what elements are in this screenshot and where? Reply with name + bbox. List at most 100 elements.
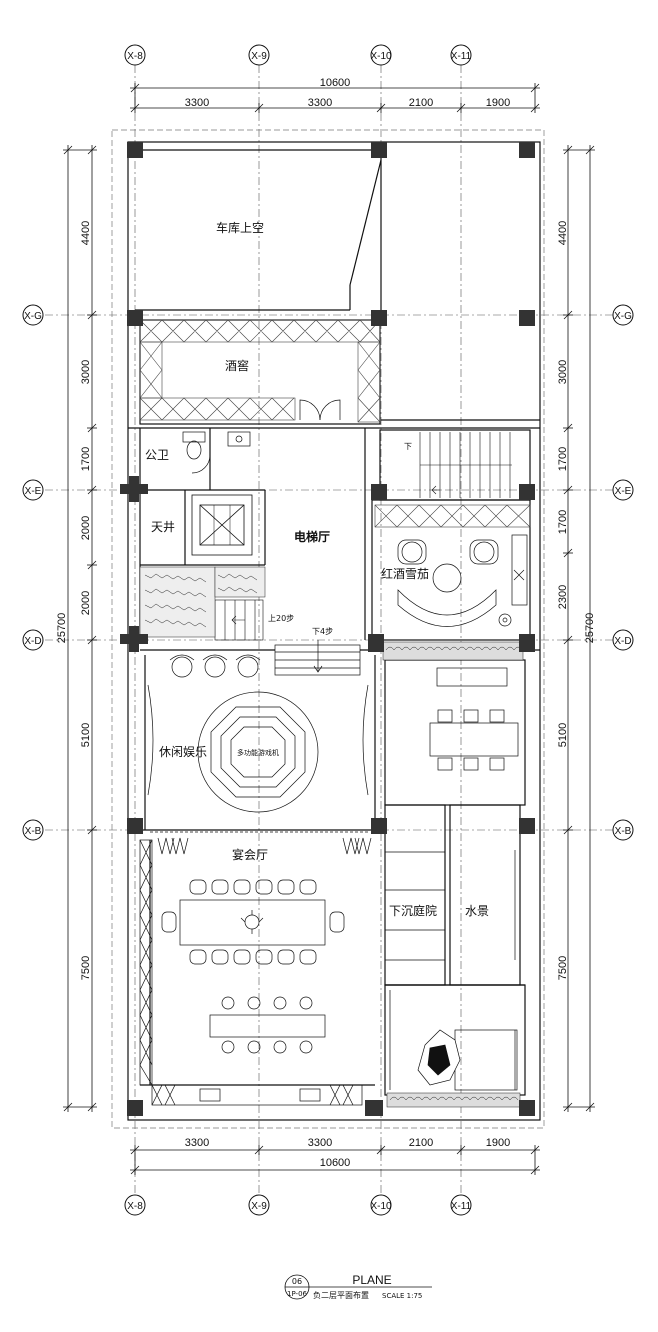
- dimension-segment: 3300: [185, 97, 209, 109]
- axis-bubble-top-1: X-8: [124, 44, 146, 66]
- room-label-wine-cellar: 酒窖: [225, 358, 249, 373]
- wine-cellar-door: [299, 399, 341, 421]
- title-sheet-code: 1P-06: [287, 1290, 308, 1298]
- axis-label: X-8: [127, 1201, 143, 1212]
- dimension-segment: 2300: [557, 585, 569, 609]
- bottom-axis-bubbles: X-8 X-9 X-10 X-11: [124, 1194, 472, 1216]
- axis-bubble-left-1: X-G: [22, 304, 44, 326]
- dimension-segment: 3000: [80, 360, 92, 384]
- dimension-total-left: 25700: [56, 613, 68, 644]
- axis-bubble-right-2: X-E: [612, 479, 634, 501]
- dimension-segment: 7500: [80, 956, 92, 980]
- cigar-room-cabinet: [374, 504, 531, 528]
- dimension-segment: 3300: [308, 1137, 332, 1149]
- left-dimension-lines: [63, 145, 97, 1112]
- axis-bubble-left-4: X-B: [22, 819, 44, 841]
- room-label-water-feature: 水景: [465, 904, 489, 918]
- dimension-segment: 2100: [409, 97, 433, 109]
- dimension-segment: 1700: [80, 447, 92, 471]
- room-label-wine-cigar: 红酒雪茄: [381, 566, 429, 581]
- axis-label: X-B: [25, 826, 42, 837]
- axis-bubble-right-1: X-G: [612, 304, 634, 326]
- axis-bubble-top-3: X-10: [370, 44, 392, 66]
- axis-label: X-E: [615, 486, 632, 497]
- stair-down-label: 下: [404, 442, 412, 451]
- axis-bubble-bottom-4: X-11: [450, 1194, 472, 1216]
- dimension-segment: 2000: [80, 591, 92, 615]
- right-dimension-lines: [563, 145, 595, 1112]
- axis-bubble-top-4: X-11: [450, 44, 472, 66]
- stair-up-label: 上20步: [268, 614, 294, 623]
- axis-label: X-10: [370, 51, 392, 62]
- room-label-sunken-court: 下沉庭院: [389, 903, 437, 918]
- wc-fixtures: [182, 431, 251, 474]
- top-dimension-lines: [130, 83, 540, 113]
- room-label-leisure: 休闲娱乐: [159, 745, 207, 759]
- steps-down-label: 下4步: [312, 627, 333, 636]
- top-axis-bubbles: X-8 X-9 X-10 X-11: [124, 44, 472, 66]
- dimension-segment: 1900: [486, 97, 510, 109]
- title-heading: PLANE: [352, 1273, 391, 1287]
- axis-bubble-left-2: X-E: [22, 479, 44, 501]
- structural-columns: [120, 142, 535, 1116]
- dimension-segment: 3300: [185, 1137, 209, 1149]
- dimension-total-right: 25700: [584, 613, 596, 644]
- dimension-segment: 2000: [80, 516, 92, 540]
- axis-bubble-left-3: X-D: [22, 629, 44, 651]
- title-block: 06 1P-06 PLANE 负二层平面布置 SCALE 1:75: [284, 1273, 432, 1300]
- dining-room-furniture: [429, 667, 519, 771]
- bottom-dimension-lines: [130, 1145, 540, 1175]
- axis-bubble-right-3: X-D: [612, 629, 634, 651]
- property-boundary: [111, 129, 545, 1129]
- hedge-strip: [382, 641, 524, 1108]
- sunken-court-features: [385, 850, 518, 1091]
- axis-bubble-right-4: X-B: [612, 819, 634, 841]
- axis-bubble-bottom-1: X-8: [124, 1194, 146, 1216]
- dimension-total-top: 10600: [320, 77, 351, 89]
- room-label-banquet: 宴会厅: [232, 847, 268, 862]
- wine-cellar-racks: [139, 319, 381, 423]
- dimension-segment: 1700: [557, 510, 569, 534]
- dimension-segment: 4400: [557, 221, 569, 245]
- right-axis-bubbles: X-G X-E X-D X-B: [612, 304, 634, 841]
- dimension-segment: 1900: [486, 1137, 510, 1149]
- axis-bubble-bottom-2: X-9: [248, 1194, 270, 1216]
- banquet-furniture: [139, 831, 372, 1106]
- room-label-public-wc: 公卫: [145, 448, 169, 462]
- staircase-left: [214, 599, 264, 641]
- axis-label: X-9: [251, 1201, 267, 1212]
- steps-down-4: [274, 640, 361, 676]
- axis-label: X-G: [24, 311, 42, 322]
- title-scale: SCALE 1:75: [382, 1292, 422, 1300]
- axis-label: X-9: [251, 51, 267, 62]
- gravel-planter: [139, 566, 266, 638]
- axis-label: X-B: [615, 826, 632, 837]
- dimension-segment: 5100: [80, 723, 92, 747]
- room-label-light-well: 天井: [151, 520, 175, 534]
- dimension-segment: 5100: [557, 723, 569, 747]
- axis-label: X-D: [614, 636, 631, 647]
- label-game-machine: 多功能游戏机: [237, 748, 279, 757]
- leisure-room-furniture: [147, 654, 369, 813]
- title-number: 06: [292, 1277, 302, 1286]
- dimension-segment: 3300: [308, 97, 332, 109]
- axis-label: X-10: [370, 1201, 392, 1212]
- axis-label: X-11: [451, 1201, 472, 1212]
- left-axis-bubbles: X-G X-E X-D X-B: [22, 304, 44, 841]
- room-label-elevator-hall: 电梯厅: [294, 529, 330, 544]
- dimension-segment: 3000: [557, 360, 569, 384]
- cigar-lounge-furniture: [397, 534, 528, 627]
- dimension-segment: 7500: [557, 956, 569, 980]
- axis-label: X-D: [24, 636, 41, 647]
- dimension-segment: 2100: [409, 1137, 433, 1149]
- dimension-segment: 1700: [557, 447, 569, 471]
- axis-bubble-top-2: X-9: [248, 44, 270, 66]
- elevator-core: [191, 494, 253, 556]
- axis-bubble-bottom-3: X-10: [370, 1194, 392, 1216]
- room-label-garage-void: 车库上空: [216, 220, 264, 235]
- axis-label: X-E: [25, 486, 42, 497]
- staircase-right: [419, 432, 512, 498]
- axis-label: X-G: [614, 311, 632, 322]
- dimension-segment: 4400: [80, 221, 92, 245]
